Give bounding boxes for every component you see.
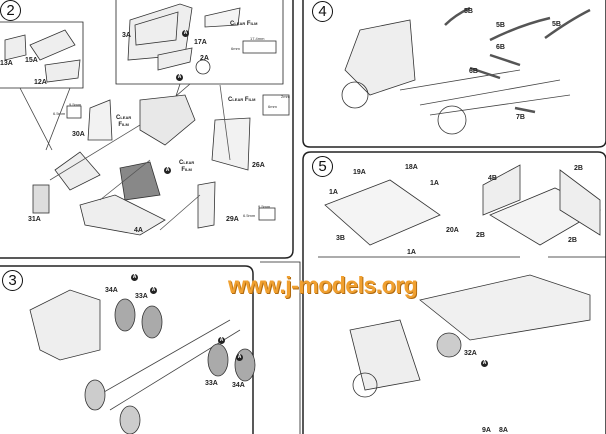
part-label: 30A — [72, 131, 85, 138]
part-label: 2B — [574, 165, 583, 172]
part-label: 20A — [446, 227, 459, 234]
step-2-number: 2 — [0, 0, 21, 21]
part-label: 2A — [200, 55, 209, 62]
part-label: 9A — [482, 427, 491, 434]
part-label: 2B — [476, 232, 485, 239]
part-label: 3B — [336, 235, 345, 242]
part-label: 32A — [464, 350, 477, 357]
part-label: 6B — [469, 68, 478, 75]
marker-a: A — [131, 274, 138, 281]
part-label: 6B — [496, 44, 505, 51]
marker-a: A — [164, 167, 171, 174]
part-label: 26A — [252, 162, 265, 169]
part-label: 1A — [407, 249, 416, 256]
step2-inset-left — [0, 21, 84, 89]
part-label: 8A — [499, 427, 508, 434]
part-label: 18A — [405, 164, 418, 171]
part-label: 5B — [464, 8, 473, 15]
marker-a: A — [176, 74, 183, 81]
part-label: 3A — [122, 32, 131, 39]
part-label: 33A — [135, 293, 148, 300]
step3-panel — [0, 265, 254, 434]
part-label: 31A — [28, 216, 41, 223]
step-3-number: 3 — [2, 270, 23, 291]
marker-a: A — [218, 337, 225, 344]
part-label: 34A — [105, 287, 118, 294]
marker-a: A — [150, 287, 157, 294]
part-label: 33A — [205, 380, 218, 387]
part-label: 19A — [353, 169, 366, 176]
dimension-label: 6mm — [231, 46, 240, 51]
step2-inset-top — [115, 0, 284, 85]
part-label: 5B — [496, 22, 505, 29]
part-label: 2B — [568, 237, 577, 244]
part-label: 29A — [226, 216, 239, 223]
part-label: 4A — [134, 227, 143, 234]
part-label: 17A — [194, 39, 207, 46]
step-5-number: 5 — [312, 156, 333, 177]
part-label: 1A — [329, 189, 338, 196]
marker-a: A — [182, 30, 189, 37]
part-label: 12A — [34, 79, 47, 86]
marker-a: A — [236, 354, 243, 361]
dimension-label: 9.5mm — [69, 102, 82, 107]
dimension-label: 6mm — [268, 104, 277, 109]
part-label: 4B — [488, 175, 497, 182]
part-label: 1A — [430, 180, 439, 187]
dimension-label: 6.5mm — [243, 213, 256, 218]
part-label: 5B — [552, 21, 561, 28]
clear-film-label: Clear Film — [230, 21, 258, 27]
marker-a: A — [481, 360, 488, 367]
part-label: 34A — [232, 382, 245, 389]
clear-film-label: Clear Film — [228, 97, 256, 103]
dimension-label: 9.5mm — [258, 204, 271, 209]
step-4-number: 4 — [312, 1, 333, 22]
step2-panel — [0, 0, 294, 259]
watermark: www.j-models.org — [228, 272, 418, 298]
dimension-label: 2mm — [281, 94, 290, 99]
dimension-label: 17.4mm — [250, 36, 265, 41]
part-label: 15A — [25, 57, 38, 64]
part-label: 13A — [0, 60, 13, 67]
dimension-label: 6.5mm — [53, 111, 66, 116]
part-label: 7B — [516, 114, 525, 121]
